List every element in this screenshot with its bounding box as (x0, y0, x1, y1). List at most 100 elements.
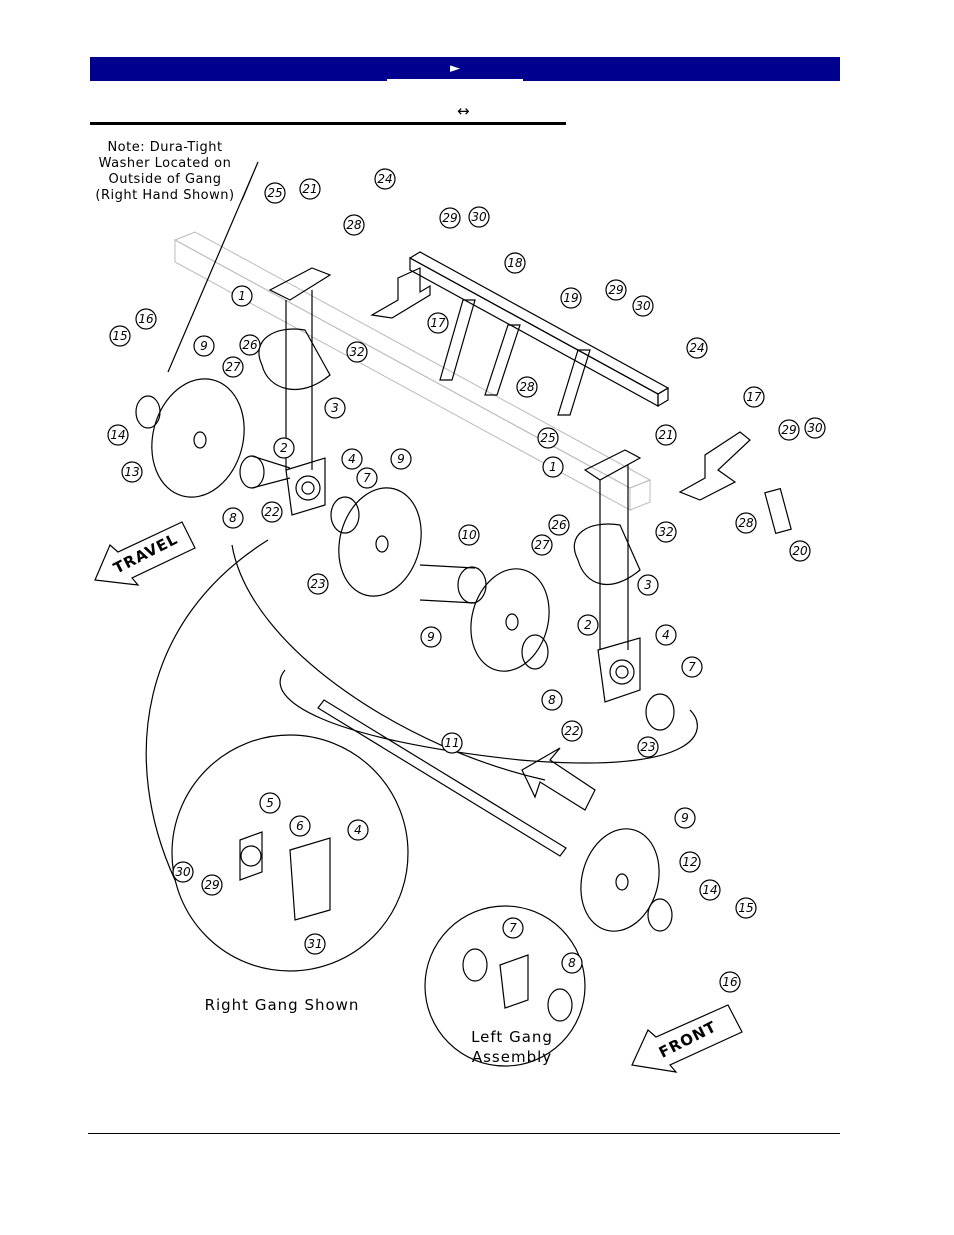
callout-26a: 26 (239, 334, 261, 356)
nav-forward-link[interactable]: ► (387, 57, 523, 81)
svg-text:25: 25 (267, 186, 282, 200)
callout-27b: 27 (531, 534, 553, 556)
svg-text:30: 30 (635, 299, 651, 313)
spools (135, 395, 675, 932)
svg-text:10: 10 (461, 528, 477, 542)
callout-19: 19 (560, 287, 582, 309)
callout-1a: 1 (231, 285, 253, 307)
disc-blade-upper-mid (338, 487, 422, 597)
travel-label: TRAVEL (111, 530, 181, 578)
callout-2b: 2 (577, 614, 599, 636)
callout-20: 20 (789, 540, 811, 562)
callout-1b: 1 (542, 456, 564, 478)
callout-30c: 30 (804, 417, 826, 439)
left-gang-label-line-1: Left Gang (471, 1028, 553, 1046)
svg-text:8: 8 (229, 511, 237, 525)
front-label: FRONT (656, 1017, 720, 1061)
svg-text:30: 30 (175, 865, 191, 879)
svg-text:22: 22 (564, 724, 579, 738)
svg-text:9: 9 (397, 452, 405, 466)
washer-12 (647, 898, 673, 932)
travel-arrow: TRAVEL (94, 521, 196, 586)
callout-4c: 4 (347, 819, 369, 841)
shank-1 (439, 299, 476, 381)
loop-outline (279, 669, 698, 764)
svg-text:8: 8 (548, 693, 556, 707)
callout-30a: 30 (468, 206, 490, 228)
callout-28b: 28 (516, 376, 538, 398)
callout-7b: 7 (681, 656, 703, 678)
header-bar: ► (90, 57, 840, 81)
bracket-17-right (678, 431, 751, 501)
svg-text:2: 2 (584, 618, 592, 632)
disc-blade-lower-mid (470, 568, 550, 672)
svg-text:32: 32 (349, 345, 364, 359)
svg-text:27: 27 (225, 360, 241, 374)
callout-28a: 28 (343, 214, 365, 236)
note-line-4: (Right Hand Shown) (95, 188, 234, 203)
callout-25a: 25 (264, 182, 286, 204)
callout-15a: 15 (109, 325, 131, 347)
svg-text:7: 7 (509, 921, 517, 935)
svg-text:6: 6 (296, 819, 304, 833)
callout-2a: 2 (273, 437, 295, 459)
callout-13: 13 (121, 461, 143, 483)
left-gang-detail: Left Gang Assembly (424, 905, 586, 1067)
frame-tube (173, 231, 652, 511)
callout-8b: 8 (541, 689, 563, 711)
callout-17b: 17 (743, 386, 765, 408)
callout-25b: 25 (537, 427, 559, 449)
front-arrow: FRONT (631, 1004, 743, 1073)
svg-text:29: 29 (204, 878, 219, 892)
svg-text:13: 13 (124, 465, 139, 479)
svg-text:28: 28 (519, 380, 535, 394)
svg-text:3: 3 (331, 401, 339, 415)
callout-9b: 9 (390, 448, 412, 470)
svg-text:28: 28 (738, 516, 754, 530)
hanger-assembly-lower (573, 449, 642, 703)
bracket-17-left (370, 267, 431, 319)
callout-31: 31 (304, 933, 326, 955)
tool-bar (408, 251, 670, 416)
svg-text:4: 4 (348, 452, 356, 466)
svg-text:23: 23 (640, 740, 655, 754)
svg-text:29: 29 (608, 283, 623, 297)
svg-text:9: 9 (200, 339, 208, 353)
exploded-parts-diagram: Note: Dura-Tight Washer Located on Outsi… (94, 140, 826, 1073)
svg-text:7: 7 (688, 660, 696, 674)
svg-text:27: 27 (534, 538, 550, 552)
svg-text:14: 14 (110, 428, 125, 442)
callout-11: 11 (441, 732, 463, 754)
svg-text:24: 24 (689, 341, 704, 355)
callout-sweep-left (145, 539, 269, 881)
note-line-1: Note: Dura-Tight (107, 140, 222, 155)
callout-4a: 4 (341, 448, 363, 470)
svg-text:15: 15 (112, 329, 127, 343)
callout-23a: 23 (307, 573, 329, 595)
svg-text:24: 24 (377, 172, 392, 186)
callout-24a: 24 (374, 168, 396, 190)
svg-text:17: 17 (746, 390, 762, 404)
callout-18: 18 (504, 252, 526, 274)
callout-17a: 17 (427, 312, 449, 334)
callout-3a: 3 (324, 397, 346, 419)
svg-text:29: 29 (781, 423, 796, 437)
note-text: Note: Dura-Tight Washer Located on Outsi… (95, 140, 234, 203)
washer-13 (135, 395, 161, 429)
svg-text:9: 9 (681, 811, 689, 825)
callout-8c: 8 (561, 952, 583, 974)
svg-text:1: 1 (238, 289, 246, 303)
svg-text:4: 4 (354, 823, 362, 837)
callout-3b: 3 (637, 574, 659, 596)
section-title-rule: ↔ (90, 103, 566, 125)
svg-text:15: 15 (738, 901, 753, 915)
callout-28c: 28 (735, 512, 757, 534)
callout-29b: 29 (605, 279, 627, 301)
callout-arrow-head (521, 747, 596, 811)
svg-text:30: 30 (807, 421, 823, 435)
callout-21b: 21 (655, 424, 677, 446)
disc-blade-bottom (580, 828, 660, 932)
svg-text:26: 26 (551, 518, 567, 532)
callout-7c: 7 (502, 917, 524, 939)
svg-text:5: 5 (266, 796, 274, 810)
